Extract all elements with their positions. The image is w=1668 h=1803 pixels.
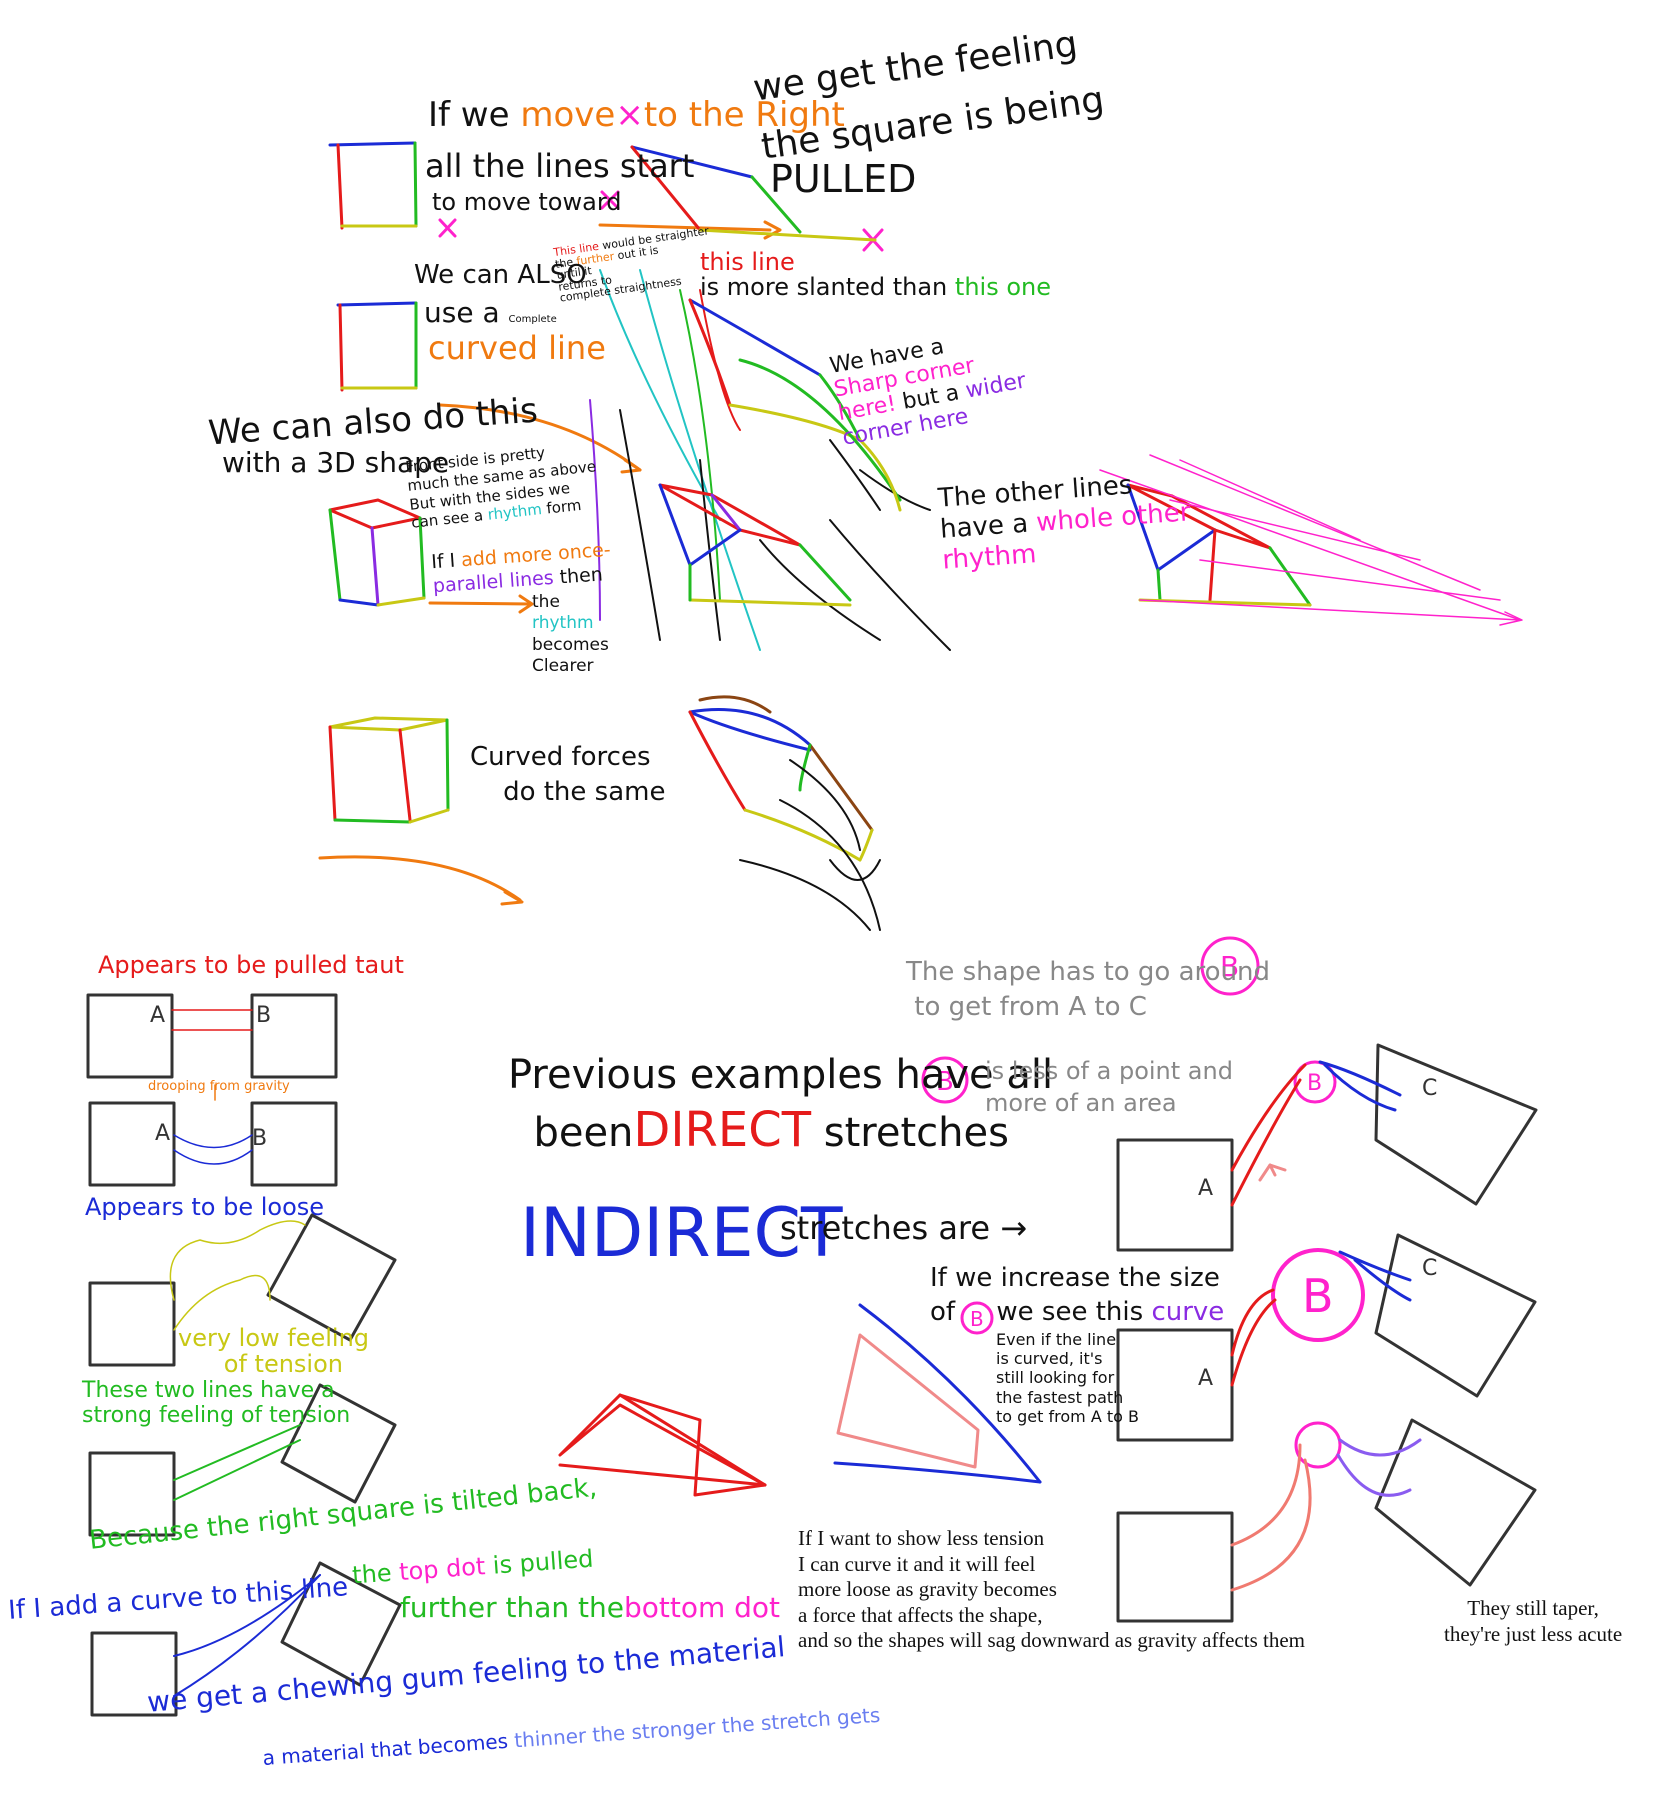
arrow-head-2: [518, 594, 534, 614]
feeling-line3: PULLED: [770, 157, 917, 201]
loose-label: Appears to be loose: [85, 1193, 325, 1221]
taper-paragraph: They still taper, they're just less acut…: [1444, 1596, 1623, 1646]
square-flat-1: [328, 141, 418, 230]
magenta-rhythm: [1099, 454, 1523, 626]
arrow-right-2: [428, 601, 532, 606]
b-circle-1: [1200, 936, 1260, 996]
pair-low-tension: [88, 1213, 397, 1367]
label-b-2: B: [252, 1126, 267, 1151]
curved-arrow-1: [438, 403, 642, 472]
label-b-1: B: [256, 1003, 271, 1028]
indirect-title: INDIRECT: [520, 1194, 843, 1273]
taut-label: Appears to be pulled taut: [98, 951, 404, 979]
drooping-label: drooping from gravity: [148, 1079, 290, 1094]
indirect-subtitle: stretches are →: [780, 1209, 1028, 1247]
increase-note: If we increase the size of we see this c…: [930, 1263, 1225, 1327]
label-c-1: C: [1422, 1076, 1437, 1101]
label-b-3: B: [1307, 1071, 1322, 1096]
cube-1: [328, 498, 426, 607]
diagram-abc-3: [1116, 1418, 1537, 1623]
b-circle-2: [921, 1056, 969, 1104]
because-line3: further than thebottom dot: [400, 1591, 781, 1624]
curved-arrow-2: [318, 855, 522, 902]
also-line1: We can ALSO: [414, 260, 587, 290]
triangle-direct: [558, 1393, 767, 1497]
move-right-line2: all the lines start: [425, 147, 695, 185]
square-flat-2: [336, 301, 418, 392]
slanted-note: this line is more slanted than this one: [700, 248, 1051, 302]
square-curved: [688, 298, 902, 512]
pair-taut: [86, 993, 338, 1079]
label-b-5: B: [1220, 950, 1239, 983]
diagram-abc-1: [1116, 1043, 1538, 1252]
curved-arrow-head-2: [500, 890, 524, 906]
cube-stretched-1: [658, 483, 852, 607]
move-right-line3: to move toward: [432, 188, 622, 216]
cube-2: [328, 716, 450, 824]
threed-line2: with a 3D shape: [222, 446, 450, 479]
label-a-1: A: [150, 1003, 165, 1028]
pair-loose: [88, 1101, 338, 1187]
rhythm-lines: [589, 269, 951, 651]
label-b-6: B: [936, 1067, 954, 1097]
diagram-abc-2: [1116, 1233, 1537, 1442]
label-a-3: A: [1198, 1176, 1213, 1201]
move-right-line1: If we move×to the Right: [428, 95, 845, 135]
even-note: Even if the line is curved, it's still l…: [996, 1330, 1139, 1426]
pair-chewing-gum: [90, 1561, 402, 1717]
label-b-4: B: [1302, 1269, 1334, 1323]
also-line2: use a Complete: [424, 296, 557, 329]
triangle-indirect: [833, 1303, 1042, 1484]
label-a-4: A: [1198, 1366, 1213, 1391]
other-note: The other lines have a whole other rhyth…: [937, 470, 1192, 577]
front-note-3: the rhythm becomes Clearer: [532, 592, 609, 676]
b-circle-3: [960, 1301, 994, 1335]
label-c-2: C: [1422, 1256, 1437, 1281]
arrow-right-1: [598, 223, 772, 232]
label-a-2: A: [155, 1121, 170, 1146]
less-tension-paragraph: If I want to show less tension I can cur…: [798, 1526, 1305, 1653]
label-b-7: B: [970, 1307, 984, 1331]
curved-forces-note: Curved forces do the same: [470, 742, 666, 808]
around-note-2: is less of a point and more of an area: [985, 1057, 1233, 1118]
pair-strong-tension: [88, 1383, 397, 1537]
previous-note: Previous examples have all beenDIRECT st…: [508, 1052, 1054, 1158]
low-tension-label: very low feeling of tension: [178, 1324, 370, 1379]
around-note: The shape has to go around to get from A…: [906, 957, 1271, 1023]
square-pulled: [630, 145, 877, 242]
also-line3: curved line: [428, 329, 606, 367]
cube-curved: [688, 695, 881, 931]
